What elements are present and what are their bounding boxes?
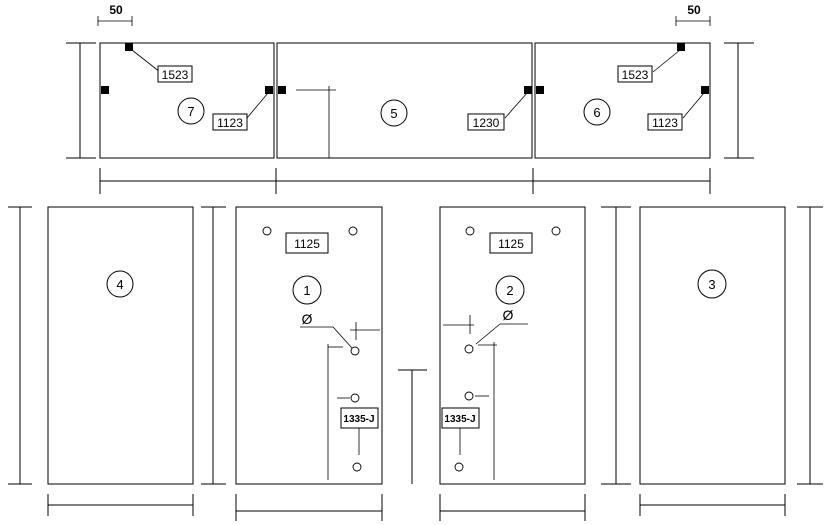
panel-3-number: 3	[708, 277, 715, 292]
hinge-hole	[262, 226, 272, 236]
dimension-offset-left: 50	[97, 3, 133, 26]
handle-hole	[454, 462, 464, 472]
hinge-marker	[101, 86, 109, 94]
panel-6-label-1123: 1123	[217, 116, 243, 130]
hinge-hole	[465, 226, 475, 236]
hinge-marker	[701, 86, 709, 94]
dimension-offset-right: 50	[675, 3, 711, 26]
panel-2-number: 2	[506, 283, 513, 298]
hinge-marker	[524, 86, 532, 94]
hinge-marker	[677, 43, 685, 51]
panel-5-number: 5	[390, 106, 397, 121]
panel-7-label-1523: 1523	[622, 68, 649, 82]
panel-5: 1230 5	[276, 42, 533, 159]
hinge-marker	[278, 86, 286, 94]
panel-1: 1125 1 Ø 1335-J	[235, 206, 383, 521]
panel-2-label-1335j: 1335-J	[444, 414, 475, 425]
handle-hole	[464, 391, 474, 401]
hinge-marker	[536, 86, 544, 94]
handle-hole	[350, 393, 360, 403]
dimension-top-row-height-left	[66, 42, 96, 159]
hinge-marker	[125, 43, 133, 51]
panel-2-label-1125: 1125	[498, 237, 524, 251]
dimension-right-height	[797, 206, 823, 485]
dimension-panel-3-height	[601, 206, 631, 485]
panel-7-label-1123: 1123	[652, 116, 678, 130]
dimension-offset-right-label: 50	[687, 3, 701, 17]
dimension-top-row-width	[99, 168, 711, 194]
panel-7-number: 6	[593, 105, 600, 120]
panel-2-diameter-symbol: Ø	[503, 307, 514, 323]
panel-1-number: 1	[303, 283, 310, 298]
dimension-center-marker	[398, 369, 427, 484]
hinge-hole	[348, 226, 358, 236]
handle-hole	[464, 344, 474, 354]
panel-4: 4	[8, 206, 194, 516]
panel-4-number: 4	[116, 277, 123, 292]
panel-6: 1523 1123 7	[99, 42, 275, 159]
handle-hole	[350, 346, 360, 356]
hinge-marker	[265, 86, 273, 94]
panel-1-diameter-symbol: Ø	[302, 311, 313, 327]
panel-6-number: 7	[187, 104, 194, 119]
handle-hole	[352, 462, 362, 472]
panel-5-label-1230: 1230	[473, 116, 500, 130]
hinge-hole	[551, 226, 561, 236]
dimension-offset-left-label: 50	[109, 3, 123, 17]
dimension-panel-1-height	[201, 206, 226, 485]
panel-3: 3	[639, 206, 786, 516]
panel-1-label-1125: 1125	[294, 237, 320, 251]
panel-2: 1125 2 Ø 1335-J	[439, 206, 586, 521]
dimension-top-row-height-right	[724, 42, 754, 159]
panel-7: 1523 1123 6	[534, 42, 711, 159]
panel-1-label-1335j: 1335-J	[343, 414, 374, 425]
panel-6-label-1523: 1523	[162, 68, 189, 82]
